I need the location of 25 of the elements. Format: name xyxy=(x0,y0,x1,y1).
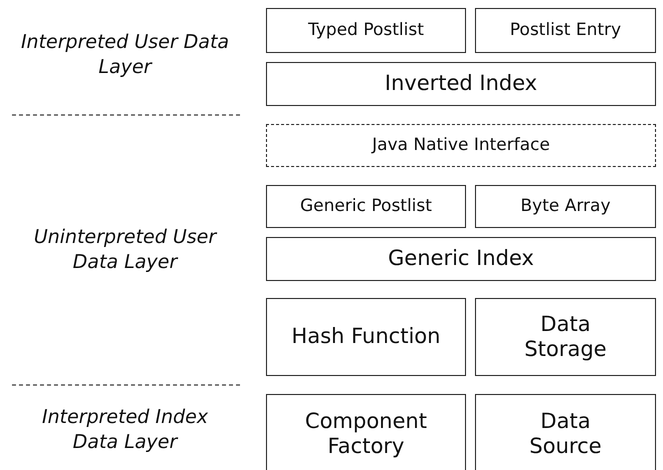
box-label: Generic Postlist xyxy=(300,196,432,217)
layer-box xyxy=(475,8,656,53)
box-label: Generic Index xyxy=(388,246,534,272)
layer-box xyxy=(475,394,656,470)
box-label: Typed Postlist xyxy=(308,20,424,41)
layer-box xyxy=(266,298,466,376)
box-label: Hash Function xyxy=(292,324,440,350)
interface-box xyxy=(266,124,656,167)
layer-box xyxy=(266,185,466,228)
layer-label: Interpreted User Data Layer xyxy=(20,30,230,80)
layer-box xyxy=(475,298,656,376)
box-label: Byte Array xyxy=(520,196,611,217)
layer-box xyxy=(475,185,656,228)
layer-box xyxy=(266,394,466,470)
box-label: Java Native Interface xyxy=(372,135,550,156)
layer-label: Interpreted Index Data Layer xyxy=(40,405,210,454)
layer-box xyxy=(266,237,656,281)
box-label: Inverted Index xyxy=(384,71,538,97)
layer-label: Uninterpreted User Data Layer xyxy=(32,225,218,274)
layer-box xyxy=(266,8,466,53)
box-label: Data Source xyxy=(528,408,603,460)
box-label: Data Storage xyxy=(523,312,608,362)
box-label: Postlist Entry xyxy=(510,20,622,41)
box-label: Component Factory xyxy=(304,408,428,460)
layer-box xyxy=(266,62,656,106)
